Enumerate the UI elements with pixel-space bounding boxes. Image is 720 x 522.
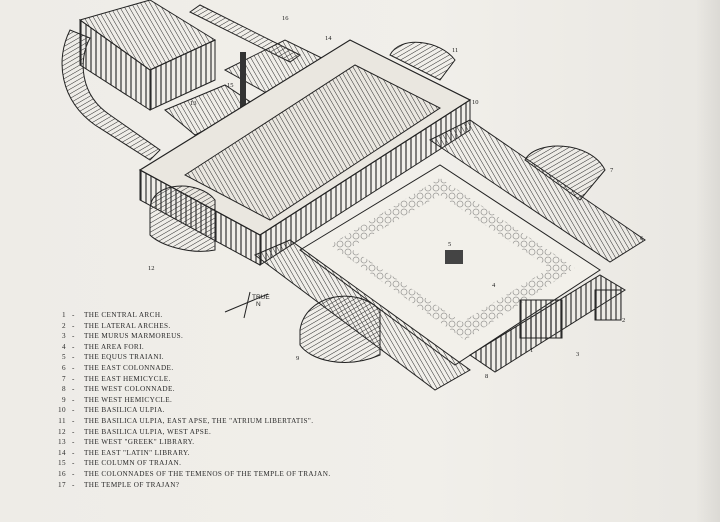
- callout-4: 4: [492, 282, 496, 289]
- legend-item: 15-THE COLUMN OF TRAJAN.: [58, 459, 182, 468]
- callout-2: 2: [622, 317, 625, 324]
- temple-of-trajan: [78, 0, 217, 111]
- west-colonnade-and-hemicycle: [254, 239, 471, 391]
- compass-rose: TRUE N: [224, 291, 270, 319]
- callout-7: 7: [610, 167, 614, 174]
- legend-item: 11-THE BASILICA ULPIA, EAST APSE, THE "A…: [58, 416, 314, 425]
- legend-item: 4-THE AREA FORI.: [62, 342, 145, 351]
- legend-item: 8-THE WEST COLONNADE.: [62, 385, 175, 394]
- legend-item: 10-THE BASILICA ULPIA.: [58, 406, 165, 415]
- callout-3: 3: [576, 351, 579, 358]
- compass-true-label: TRUE: [252, 294, 270, 301]
- callout-15: 15: [227, 82, 234, 89]
- legend-item: 14-THE EAST "LATIN" LIBRARY.: [58, 448, 190, 457]
- murus-marmoreus-and-arches: [469, 274, 626, 373]
- legend-item: 3-THE MURUS MARMOREUS.: [62, 332, 184, 341]
- basilica-ulpia: [138, 39, 472, 266]
- legend-item: 17-THE TEMPLE OF TRAJAN?: [58, 480, 180, 489]
- legend-item: 5-THE EQUUS TRAIANI.: [62, 353, 164, 362]
- forum-of-trajan-axonometric-drawing: TRUE N 1 2 3 4 5 6 7 8 9 10 11 12 13 14 …: [61, 0, 646, 391]
- callout-13: 13: [190, 100, 197, 107]
- callout-numbers: 1 2 3 4 5 6 7 8 9 10 11 12 13 14 15 16: [148, 15, 644, 380]
- callout-9: 9: [296, 355, 299, 362]
- legend-item: 1-THE CENTRAL ARCH.: [62, 311, 163, 319]
- equus-traiani: [445, 250, 463, 264]
- legend-item: 2-THE LATERAL ARCHES.: [62, 321, 171, 330]
- callout-5: 5: [448, 241, 451, 248]
- legend-item: 6-THE EAST COLONNADE.: [62, 363, 174, 372]
- legend: 1-THE CENTRAL ARCH. 2-THE LATERAL ARCHES…: [44, 310, 464, 490]
- compass-north-letter: N: [256, 301, 261, 308]
- callout-12: 12: [148, 265, 155, 272]
- callout-14: 14: [325, 35, 332, 42]
- east-apse: [389, 41, 456, 81]
- legend-item: 7-THE EAST HEMICYCLE.: [62, 374, 171, 383]
- callout-16: 16: [282, 15, 289, 22]
- legend-item: 16-THE COLONNADES OF THE TEMENOS OF THE …: [58, 469, 331, 478]
- legend-item: 9-THE WEST HEMICYCLE.: [62, 395, 173, 404]
- callout-6: 6: [640, 235, 644, 242]
- legend-item: 13-THE WEST "GREEK" LIBRARY.: [58, 438, 195, 447]
- column-of-trajan: [240, 52, 246, 112]
- callout-11: 11: [452, 47, 458, 54]
- west-apse: [149, 185, 216, 252]
- east-colonnade-and-hemicycle: [429, 119, 646, 263]
- callout-1: 1: [530, 347, 533, 354]
- callout-8: 8: [485, 373, 488, 380]
- callout-10: 10: [472, 99, 479, 106]
- page-edge-shadow: [696, 0, 720, 522]
- legend-item: 12-THE BASILICA ULPIA, WEST APSE.: [58, 427, 212, 436]
